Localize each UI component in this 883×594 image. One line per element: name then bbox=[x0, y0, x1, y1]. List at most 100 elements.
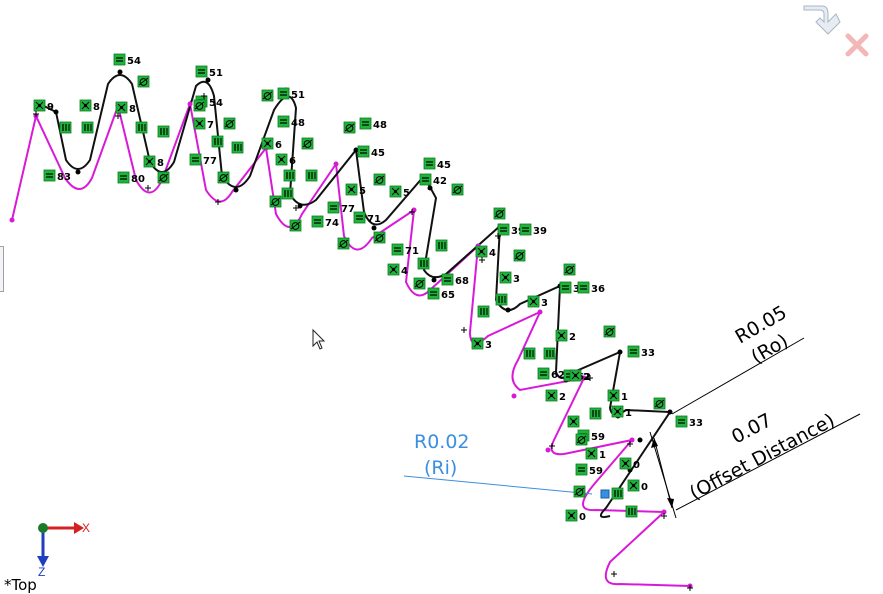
parallel-relation-icon[interactable] bbox=[523, 347, 536, 360]
equal-relation-icon[interactable]: 54 bbox=[113, 53, 141, 67]
inner-radius-dimension[interactable]: R0.02 (Ri) bbox=[403, 431, 610, 499]
tangent-relation-icon[interactable] bbox=[493, 207, 506, 220]
coincident-relation-icon[interactable]: 2 bbox=[555, 329, 576, 343]
equal-relation-icon[interactable]: 45 bbox=[357, 145, 385, 159]
equal-relation-icon[interactable]: 62 bbox=[537, 367, 565, 381]
coincident-relation-icon[interactable]: 6 bbox=[261, 137, 282, 151]
parallel-relation-icon[interactable] bbox=[435, 239, 448, 252]
coincident-relation-icon[interactable]: 7 bbox=[193, 117, 214, 131]
tangent-relation-icon[interactable] bbox=[563, 263, 576, 276]
equal-relation-icon[interactable]: 39 bbox=[497, 223, 525, 237]
tangent-relation-icon[interactable] bbox=[575, 433, 588, 446]
parallel-relation-icon[interactable] bbox=[625, 505, 638, 518]
parallel-relation-icon[interactable] bbox=[81, 121, 94, 134]
equal-relation-icon[interactable]: 39 bbox=[519, 223, 547, 237]
parallel-relation-icon[interactable] bbox=[611, 487, 624, 500]
inner-radius-name[interactable]: (Ri) bbox=[424, 457, 457, 479]
equal-relation-icon[interactable]: 59 bbox=[575, 463, 603, 477]
equal-relation-icon[interactable]: 83 bbox=[43, 169, 71, 183]
confirm-arrow-icon[interactable] bbox=[800, 2, 882, 60]
coincident-relation-icon[interactable]: 9 bbox=[33, 99, 54, 113]
equal-relation-icon[interactable]: 68 bbox=[441, 273, 469, 287]
parallel-relation-icon[interactable] bbox=[211, 135, 224, 148]
offset-sketch-curve[interactable] bbox=[11, 100, 691, 587]
coincident-relation-icon[interactable]: 1 bbox=[607, 389, 628, 403]
coincident-relation-icon[interactable]: 5 bbox=[345, 183, 366, 197]
tangent-relation-icon[interactable] bbox=[451, 183, 464, 196]
equal-relation-icon[interactable]: 80 bbox=[117, 171, 145, 185]
tangent-relation-icon[interactable] bbox=[137, 75, 150, 88]
coincident-relation-icon[interactable]: 2 bbox=[545, 389, 566, 403]
coincident-relation-icon[interactable]: 3 bbox=[527, 295, 548, 309]
coincident-relation-icon[interactable]: 0 bbox=[627, 479, 648, 493]
parallel-relation-icon[interactable] bbox=[59, 121, 72, 134]
tangent-relation-icon[interactable] bbox=[223, 117, 236, 130]
equal-relation-icon[interactable]: 33 bbox=[627, 345, 655, 359]
coincident-relation-icon[interactable]: 5 bbox=[389, 185, 410, 199]
relation-badges[interactable]: 5451545148484545423939363633338380777774… bbox=[33, 53, 703, 591]
equal-relation-icon[interactable]: 71 bbox=[353, 211, 381, 225]
coincident-relation-icon[interactable]: 3 bbox=[499, 271, 520, 285]
inner-radius-value[interactable]: R0.02 bbox=[414, 431, 470, 453]
coincident-relation-icon[interactable]: 4 bbox=[387, 263, 408, 277]
tangent-relation-icon[interactable] bbox=[603, 325, 616, 338]
coincident-relation-icon[interactable]: 1 bbox=[585, 447, 606, 461]
parallel-relation-icon[interactable] bbox=[589, 407, 602, 420]
dimension-handle[interactable] bbox=[600, 489, 610, 499]
coincident-relation-icon[interactable]: 8 bbox=[143, 155, 164, 169]
tangent-relation-icon[interactable] bbox=[217, 171, 230, 184]
parallel-relation-icon[interactable] bbox=[283, 169, 296, 182]
parallel-relation-icon[interactable] bbox=[281, 187, 294, 200]
coincident-relation-icon[interactable]: 6 bbox=[275, 153, 296, 167]
coincident-relation-icon[interactable]: 4 bbox=[475, 245, 496, 259]
equal-relation-icon[interactable]: 45 bbox=[423, 157, 451, 171]
tangent-relation-icon[interactable] bbox=[157, 171, 170, 184]
equal-relation-icon[interactable]: 65 bbox=[427, 287, 455, 301]
tangent-relation-icon[interactable] bbox=[289, 219, 302, 232]
coincident-relation-icon[interactable]: 8 bbox=[115, 101, 136, 115]
panel-collapse-tab[interactable] bbox=[0, 246, 4, 292]
parallel-relation-icon[interactable] bbox=[135, 121, 148, 134]
coincident-relation-icon[interactable]: 2 bbox=[569, 369, 590, 383]
parallel-relation-icon[interactable] bbox=[305, 169, 318, 182]
tangent-relation-icon[interactable] bbox=[261, 89, 274, 102]
tangent-relation-icon[interactable] bbox=[413, 277, 426, 290]
coincident-relation-icon[interactable]: 0 bbox=[619, 457, 640, 471]
tangent-relation-icon[interactable] bbox=[193, 99, 206, 112]
outer-radius-dimension[interactable]: R0.05 (Ro) bbox=[671, 302, 805, 415]
coincident-relation-icon[interactable]: 8 bbox=[79, 99, 100, 113]
coincident-relation-icon[interactable]: 3 bbox=[471, 337, 492, 351]
tangent-relation-icon[interactable] bbox=[269, 195, 282, 208]
parallel-relation-icon[interactable] bbox=[543, 347, 556, 360]
parallel-relation-icon[interactable] bbox=[157, 125, 170, 138]
equal-relation-icon[interactable]: 74 bbox=[311, 215, 339, 229]
tangent-relation-icon[interactable] bbox=[301, 137, 314, 150]
coincident-relation-icon[interactable]: 0 bbox=[565, 509, 586, 523]
equal-relation-icon[interactable]: 77 bbox=[327, 201, 355, 215]
confirmation-corner[interactable] bbox=[800, 2, 882, 60]
tangent-relation-icon[interactable] bbox=[337, 237, 350, 250]
tangent-relation-icon[interactable] bbox=[513, 249, 526, 262]
equal-relation-icon[interactable]: 77 bbox=[189, 153, 217, 167]
tangent-relation-icon[interactable] bbox=[373, 231, 386, 244]
coincident-relation-icon[interactable]: 1 bbox=[611, 405, 632, 419]
equal-relation-icon[interactable]: 51 bbox=[277, 87, 305, 101]
equal-relation-icon[interactable]: 48 bbox=[277, 115, 305, 129]
equal-relation-icon[interactable]: 36 bbox=[577, 281, 605, 295]
parallel-relation-icon[interactable] bbox=[495, 293, 508, 306]
cancel-x-icon[interactable] bbox=[844, 32, 870, 58]
tangent-relation-icon[interactable] bbox=[653, 397, 666, 410]
parallel-relation-icon[interactable] bbox=[477, 305, 490, 318]
tangent-relation-icon[interactable] bbox=[573, 485, 586, 498]
parallel-relation-icon[interactable] bbox=[231, 141, 244, 154]
equal-relation-icon[interactable]: 33 bbox=[675, 415, 703, 429]
parallel-relation-icon[interactable] bbox=[417, 257, 430, 270]
equal-relation-icon[interactable]: 48 bbox=[359, 117, 387, 131]
equal-relation-icon[interactable]: 51 bbox=[195, 65, 223, 79]
equal-relation-icon[interactable]: 71 bbox=[391, 243, 419, 257]
tangent-relation-icon[interactable] bbox=[343, 121, 356, 134]
equal-relation-icon[interactable]: 42 bbox=[419, 173, 447, 187]
offset-points[interactable] bbox=[9, 101, 693, 589]
coincident-relation-icon[interactable] bbox=[567, 415, 580, 428]
